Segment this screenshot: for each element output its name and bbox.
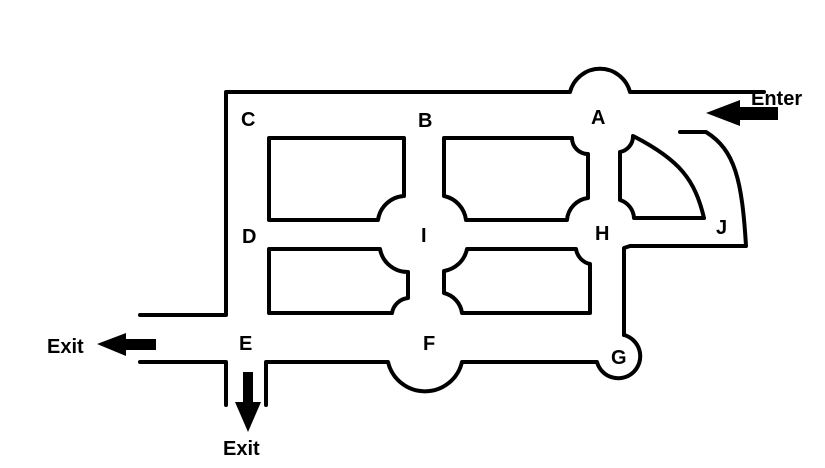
node-label-f: F	[423, 333, 435, 355]
exit-left-arrow-icon	[97, 333, 156, 356]
node-label-h: H	[595, 223, 609, 245]
exit-down-arrow-icon	[235, 372, 261, 432]
node-label-j: J	[716, 217, 727, 239]
node-labels: A B C D E F G H I J	[239, 107, 727, 369]
node-label-d: D	[242, 226, 256, 248]
exit-down-label: Exit	[223, 438, 260, 460]
exit-left-marker: Exit	[47, 333, 156, 358]
exit-left-label: Exit	[47, 336, 84, 358]
entrance-marker: Enter	[706, 88, 802, 126]
inner-blocks	[267, 134, 706, 315]
node-label-g: G	[611, 347, 627, 369]
outer-walls	[138, 66, 766, 407]
outer-wall-top-left	[138, 66, 766, 317]
outer-wall-bottom-right	[264, 333, 643, 407]
outer-wall-bottom	[138, 360, 228, 407]
exit-down-marker: Exit	[223, 372, 261, 460]
node-label-c: C	[241, 109, 255, 131]
node-label-b: B	[418, 110, 432, 132]
block-top-middle	[442, 136, 590, 222]
block-top-left	[267, 136, 406, 222]
block-top-right	[618, 134, 706, 220]
enter-label: Enter	[751, 88, 802, 110]
outer-wall-top-right	[622, 130, 748, 337]
enter-arrow-icon	[706, 100, 778, 126]
block-bottom-left	[267, 247, 410, 315]
node-label-e: E	[239, 333, 252, 355]
node-label-i: I	[421, 225, 427, 247]
node-label-a: A	[591, 107, 605, 129]
block-bottom-middle	[442, 247, 592, 315]
